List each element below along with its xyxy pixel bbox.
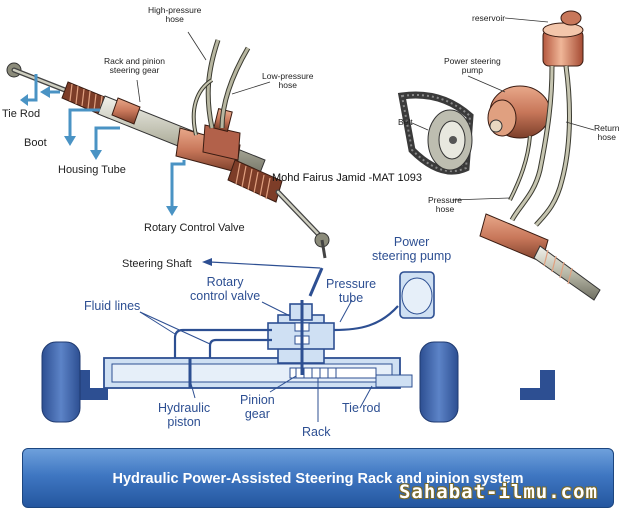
tie-rod-label: Tie Rod <box>2 108 41 120</box>
schematic-power-steering-pump-label: Power steering pump <box>372 235 452 263</box>
top-right-leader-lines <box>411 17 595 201</box>
schematic-leader-lines <box>139 299 373 422</box>
top-left-leader-lines <box>136 31 271 103</box>
rotary-control-valve-label: Rotary Control Valve <box>144 222 245 234</box>
steering-shaft-arrow <box>202 258 321 269</box>
callout-arrowheads <box>20 86 178 216</box>
high-pressure-hose-label: High-pressure hose <box>148 5 202 25</box>
hydraulic-piston-label: Hydraulic piston <box>158 401 211 429</box>
schematic-tie-rod-label: Tie rod <box>342 401 381 415</box>
banner-title: Hydraulic Power-Assisted Steering Rack a… <box>112 471 524 487</box>
pressure-tube-label: Pressure tube <box>326 277 377 305</box>
fluid-lines-label: Fluid lines <box>84 299 141 313</box>
watermark: Sahabat-ilmu.com <box>398 481 598 503</box>
pinion-gear-label: Pinion gear <box>240 393 275 421</box>
boot-label: Boot <box>24 137 47 149</box>
return-hose-label: Return hose <box>594 123 620 143</box>
low-pressure-hose-label: Low-pressure hose <box>262 71 314 91</box>
schematic-rotary-control-valve-label: Rotary control valve <box>190 275 261 303</box>
reservoir-label: reservoir <box>472 13 506 23</box>
rack-and-pinion-label: Rack and pinion steering gear <box>104 56 165 76</box>
power-steering-pump-label: Power steering pump <box>444 56 501 76</box>
title-banner: Hydraulic Power-Assisted Steering Rack a… <box>22 448 614 508</box>
callout-arrows <box>28 74 186 208</box>
housing-tube-label: Housing Tube <box>58 164 126 176</box>
schematic-diagram <box>41 267 555 423</box>
rack-label: Rack <box>302 425 331 439</box>
author-credit: Mohd Fairus Jamid -MAT 1093 <box>272 172 422 184</box>
pressure-hose-label: Pressure hose <box>428 195 463 215</box>
belt-label: Belt <box>398 117 413 127</box>
steering-shaft-label: Steering Shaft <box>122 258 192 270</box>
steering-rack-illustration <box>6 39 330 259</box>
pump-reservoir-illustration <box>397 10 601 301</box>
